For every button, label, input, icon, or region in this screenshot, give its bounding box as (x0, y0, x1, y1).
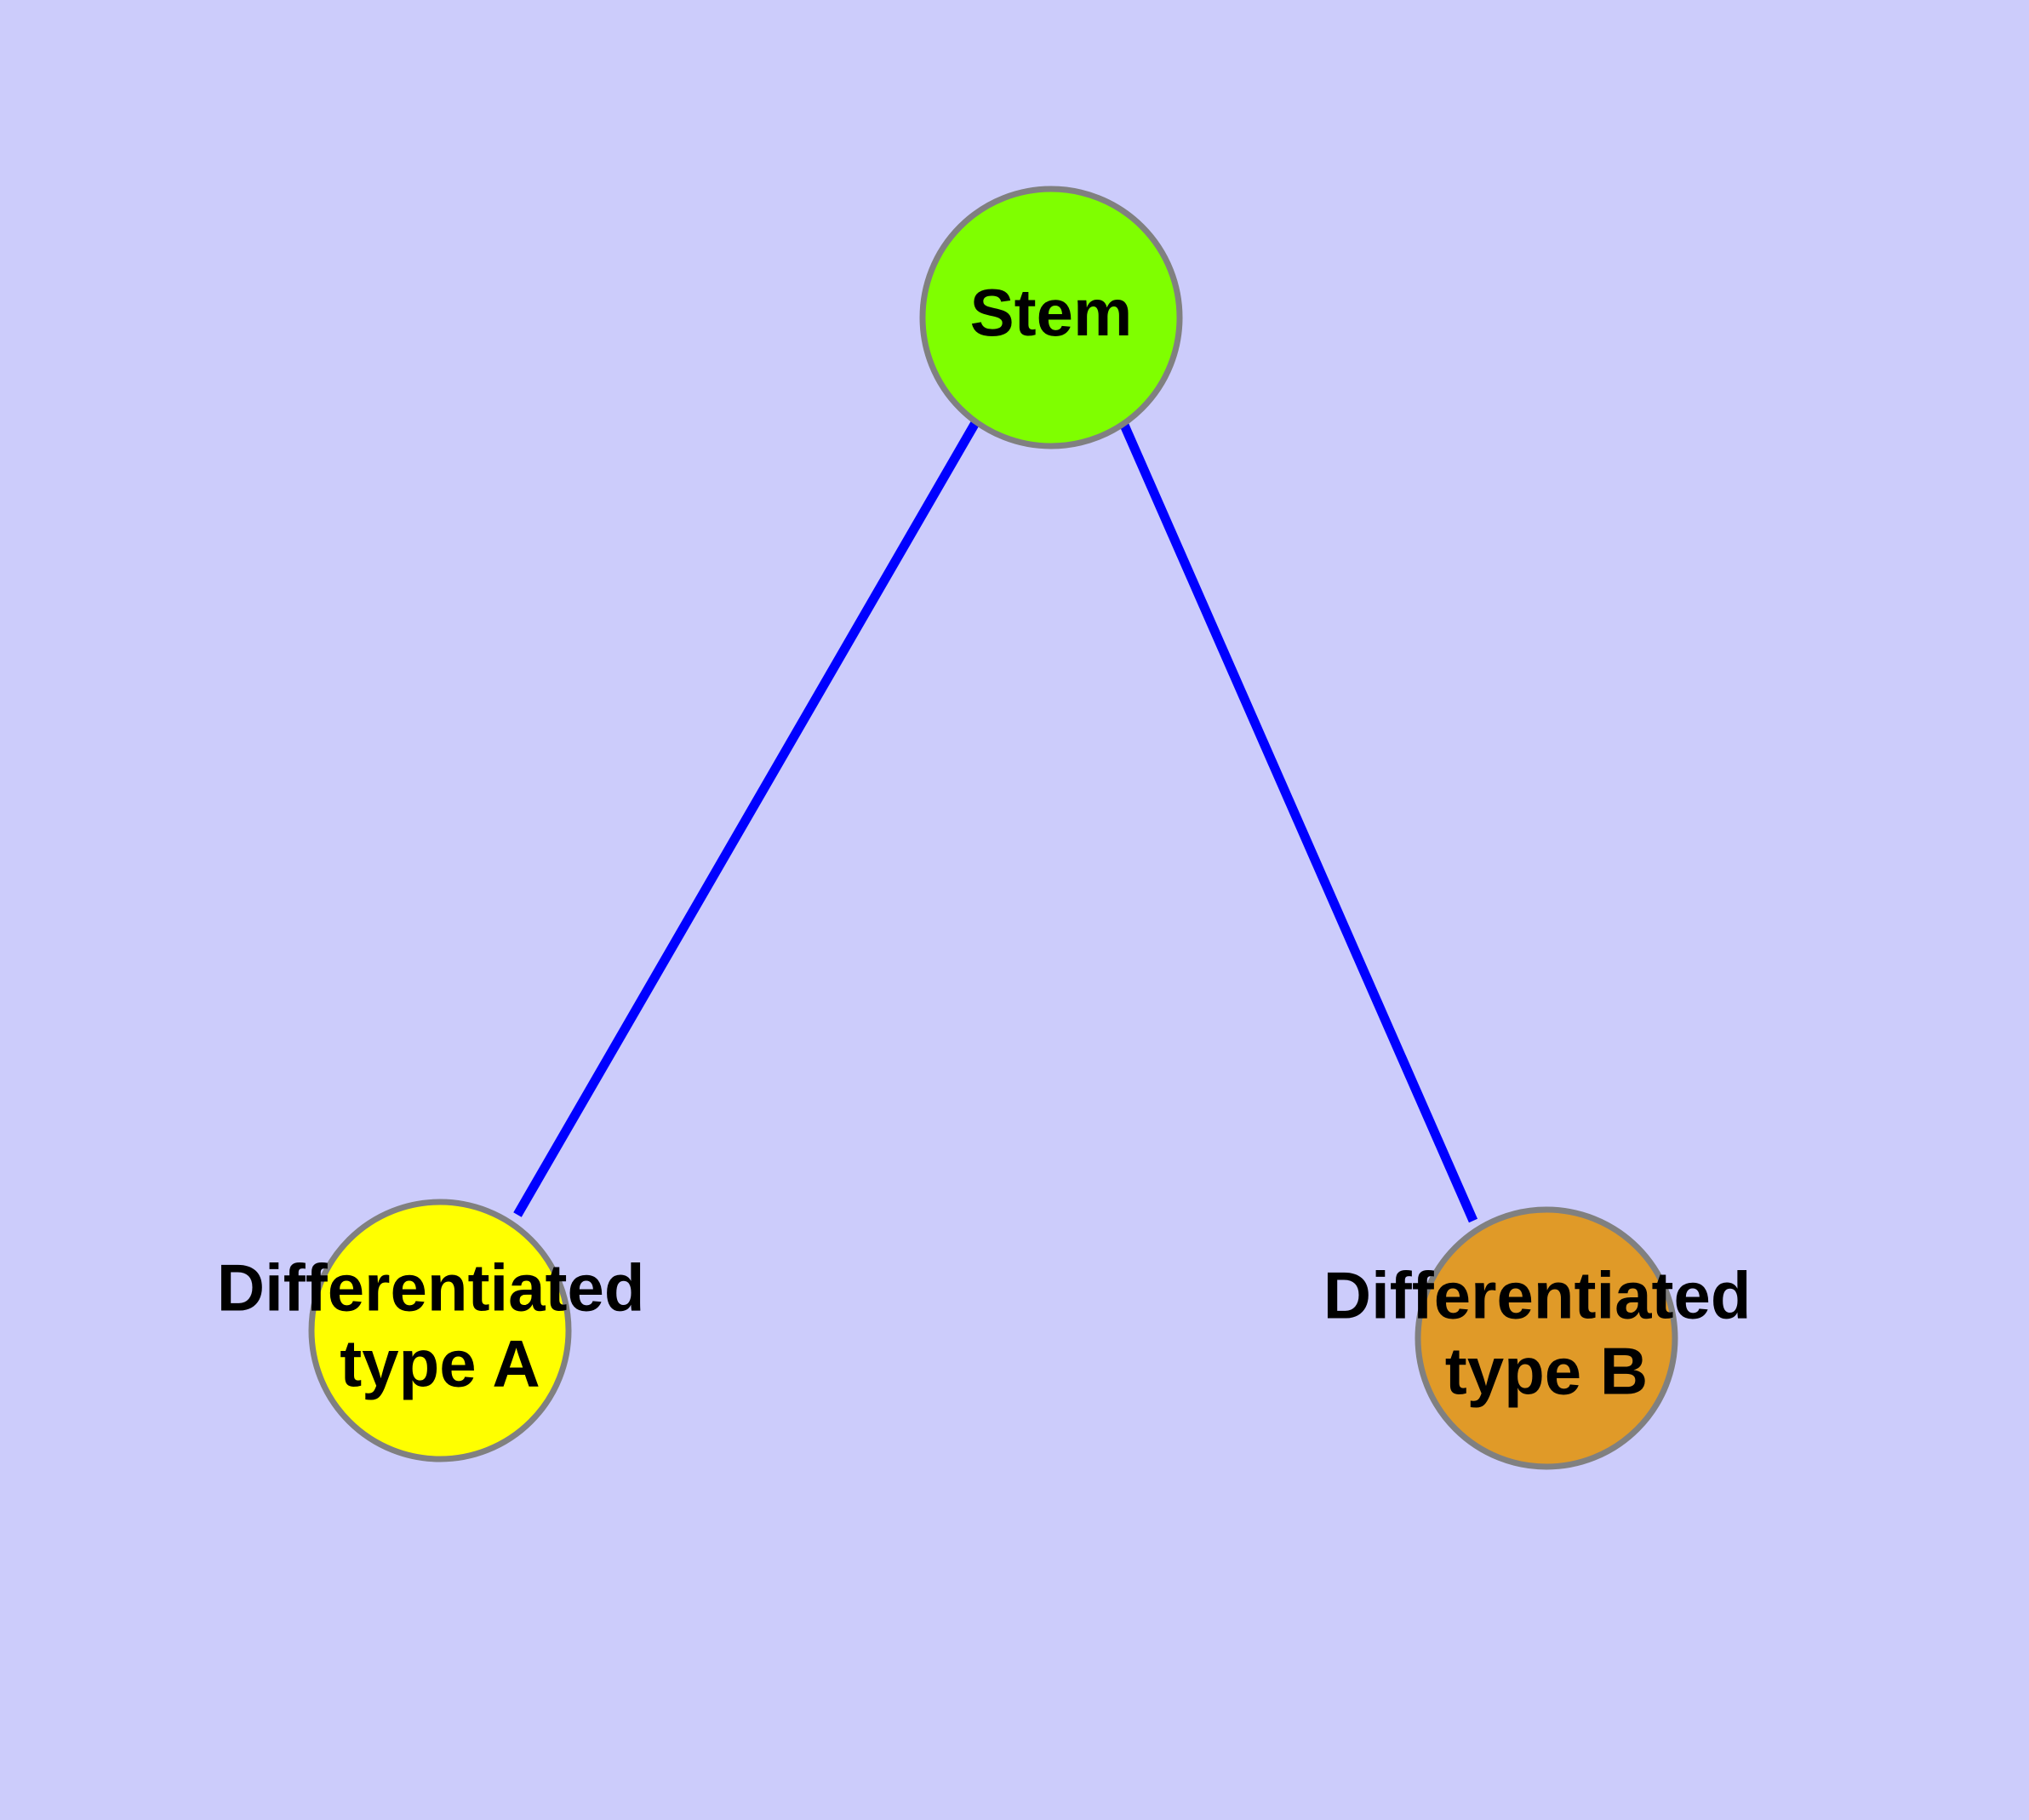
edges-layer (513, 419, 1478, 1223)
edge-stem-to-differentiated-type-b[interactable] (1118, 421, 1478, 1223)
node-stem-label-line-1: Stem (970, 275, 1133, 350)
node-differentiated-type-a-label: Differentiated type A (217, 1250, 663, 1400)
node-stem-label: Stem (970, 275, 1133, 350)
edge-stem-to-differentiated-type-a[interactable] (513, 419, 980, 1217)
node-differentiated-type-a-circle[interactable] (308, 1199, 572, 1462)
node-stem[interactable]: Stem (919, 186, 1183, 449)
node-differentiated-type-a[interactable]: Differentiated type A (217, 1199, 663, 1462)
node-differentiated-type-a-label-line-1: Differentiated (217, 1250, 645, 1325)
node-differentiated-type-a-label-line-2: type A (340, 1325, 540, 1400)
nodes-layer: Stem Differentiated type A Differentiate… (217, 186, 1769, 1470)
node-differentiated-type-b-label-line-2: type B (1445, 1333, 1648, 1408)
node-differentiated-type-b-label: Differentiated type B (1323, 1257, 1769, 1408)
node-differentiated-type-b-circle[interactable] (1415, 1206, 1678, 1470)
node-differentiated-type-b[interactable]: Differentiated type B (1323, 1206, 1769, 1470)
node-stem-circle[interactable] (919, 186, 1183, 449)
node-differentiated-type-b-label-line-1: Differentiated (1323, 1257, 1752, 1332)
